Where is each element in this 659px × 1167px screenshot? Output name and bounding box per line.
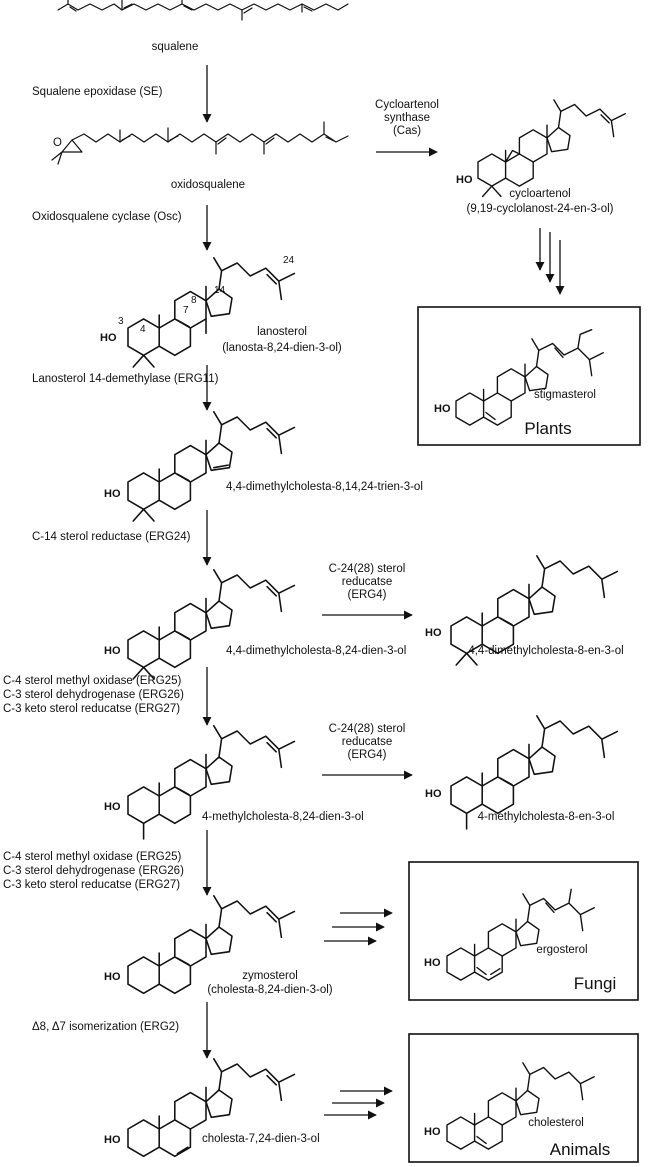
ergosterol-ho: HO bbox=[424, 957, 441, 969]
stigmasterol-label: stigmasterol bbox=[534, 389, 596, 401]
animals-kingdom-label: Animals bbox=[550, 1140, 610, 1159]
zymosterol-label: zymosterol bbox=[242, 970, 298, 982]
erg11-enzyme-label: Lanosterol 14-demethylase (ERG11) bbox=[32, 373, 219, 385]
se-enzyme-label: Squalene epoxidase (SE) bbox=[32, 86, 163, 98]
erg4-2-line1: C-24(28) sterol bbox=[329, 723, 406, 735]
lanosterol-structure bbox=[127, 257, 296, 368]
methyl-en-structure bbox=[450, 715, 619, 830]
cycloartenol-systematic-label: (9,19-cyclolanost-24-en-3-ol) bbox=[466, 203, 613, 215]
erg4-2-line3: (ERG4) bbox=[348, 749, 387, 761]
locant-3: 3 bbox=[118, 316, 124, 327]
epoxide-oxygen: O bbox=[53, 137, 62, 149]
cas-enzyme-line3: (Cas) bbox=[393, 125, 421, 137]
locant-8: 8 bbox=[191, 295, 197, 306]
methyl-dien-label: 4-methylcholesta-8,24-dien-3-ol bbox=[202, 811, 364, 823]
methyl-dien-structure bbox=[127, 725, 296, 840]
erg26-label-2: C-3 sterol dehydrogenase (ERG26) bbox=[3, 865, 184, 877]
lanosterol-label: lanosterol bbox=[257, 326, 307, 338]
cholesta-7-24-label: cholesta-7,24-dien-3-ol bbox=[202, 1133, 320, 1145]
dimethyl-trien-structure bbox=[127, 411, 296, 522]
fungi-box bbox=[408, 861, 639, 1001]
methyl-en-label: 4-methylcholesta-8-en-3-ol bbox=[478, 811, 615, 823]
zymosterol-systematic-label: (cholesta-8,24-dien-3-ol) bbox=[207, 984, 332, 996]
cholesta-7-24-dien-structure bbox=[127, 1058, 296, 1158]
methyl-en-ho: HO bbox=[425, 788, 442, 800]
erg4-1-line1: C-24(28) sterol bbox=[329, 563, 406, 575]
cholesterol-structure bbox=[446, 1062, 595, 1150]
locant-7: 7 bbox=[183, 305, 189, 316]
erg2-enzyme-label: Δ8, Δ7 isomerization (ERG2) bbox=[32, 1021, 179, 1033]
dimethyl-en-label: 4,4-dimethylcholesta-8-en-3-ol bbox=[468, 645, 623, 657]
locant-24: 24 bbox=[283, 255, 295, 266]
cycloartenol-structure bbox=[477, 99, 626, 198]
stigmasterol-structure bbox=[455, 329, 604, 426]
cholesta-7-24-ho: HO bbox=[104, 1134, 121, 1146]
plants-box bbox=[417, 306, 641, 446]
erg27-label-1: C-3 keto sterol reducatse (ERG27) bbox=[3, 703, 180, 715]
erg27-label-2: C-3 keto sterol reducatse (ERG27) bbox=[3, 879, 180, 891]
fungi-kingdom-label: Fungi bbox=[574, 974, 617, 993]
oxidosqualene-label: oxidosqualene bbox=[171, 179, 245, 191]
osc-enzyme-label: Oxidosqualene cyclase (Osc) bbox=[32, 211, 182, 223]
dimethyl-dien-ho: HO bbox=[104, 645, 121, 657]
methyl-dien-ho: HO bbox=[104, 801, 121, 813]
cas-enzyme-line2: synthase bbox=[384, 112, 430, 124]
stigmasterol-ho: HO bbox=[434, 403, 451, 415]
cholesterol-label: cholesterol bbox=[528, 1117, 584, 1129]
cholesterol-ho: HO bbox=[424, 1126, 441, 1138]
dimethyl-trien-ho: HO bbox=[104, 488, 121, 500]
cycloartenol-ho: HO bbox=[456, 174, 473, 186]
erg26-label-1: C-3 sterol dehydrogenase (ERG26) bbox=[3, 689, 184, 701]
erg4-1-line2: reducatse bbox=[342, 576, 393, 588]
cycloartenol-label: cycloartenol bbox=[509, 188, 570, 200]
oxidosqualene-structure bbox=[51, 121, 349, 165]
dimethyl-dien-label: 4,4-dimethylcholesta-8,24-dien-3-ol bbox=[226, 645, 406, 657]
cas-enzyme-line1: Cycloartenol bbox=[375, 99, 439, 111]
plants-kingdom-label: Plants bbox=[524, 419, 571, 438]
squalene-structure bbox=[57, 0, 349, 21]
ergosterol-structure bbox=[446, 888, 595, 981]
zymosterol-structure bbox=[127, 895, 296, 995]
dimethyl-en-ho: HO bbox=[425, 627, 442, 639]
squalene-label: squalene bbox=[152, 41, 199, 53]
dimethyl-dien-structure bbox=[127, 569, 296, 680]
animals-box bbox=[408, 1033, 639, 1163]
erg4-2-line2: reducatse bbox=[342, 736, 393, 748]
dimethyl-en-structure bbox=[450, 555, 619, 666]
erg4-1-line3: (ERG4) bbox=[348, 589, 387, 601]
erg25-label-1: C-4 sterol methyl oxidase (ERG25) bbox=[3, 675, 181, 687]
ergosterol-label: ergosterol bbox=[536, 944, 587, 956]
locant-14: 14 bbox=[214, 285, 226, 296]
locant-4: 4 bbox=[140, 324, 146, 335]
zymosterol-ho: HO bbox=[104, 971, 121, 983]
erg25-label-2: C-4 sterol methyl oxidase (ERG25) bbox=[3, 851, 181, 863]
lanosterol-ho: HO bbox=[100, 332, 117, 344]
erg24-enzyme-label: C-14 sterol reductase (ERG24) bbox=[32, 531, 191, 543]
lanosterol-systematic-label: (lanosta-8,24-dien-3-ol) bbox=[222, 342, 342, 354]
dimethyl-trien-label: 4,4-dimethylcholesta-8,14,24-trien-3-ol bbox=[226, 481, 423, 493]
